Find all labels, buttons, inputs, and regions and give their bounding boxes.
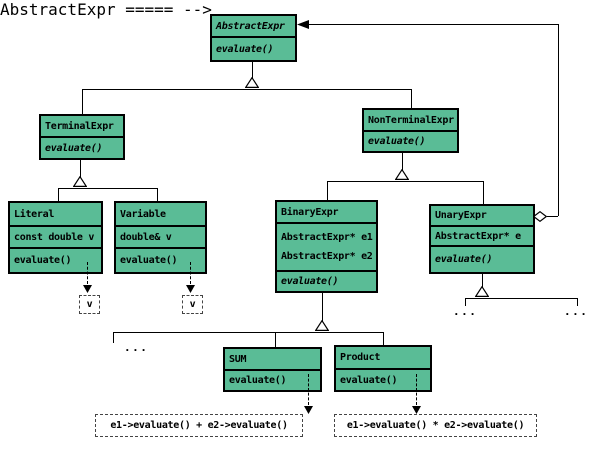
- class-attributes: AbstractExpr* e1 AbstractExpr* e2: [277, 224, 376, 272]
- class-box-nonterminalexpr: NonTerminalExpr evaluate(): [362, 108, 459, 153]
- value-box-literal: v: [79, 295, 100, 314]
- connector-line: [483, 181, 484, 204]
- class-attribute: const double v: [10, 227, 101, 249]
- connector-line: [58, 188, 59, 201]
- aggregation-diamond-icon: [532, 210, 548, 223]
- arrowhead-down-icon: [186, 285, 195, 293]
- class-box-product: Product evaluate(): [334, 345, 432, 392]
- connector-line: [577, 298, 578, 306]
- ellipsis-label: ...: [564, 305, 589, 318]
- class-operation: evaluate(): [216, 43, 274, 55]
- connector-line: [411, 89, 412, 108]
- class-box-variable: Variable double& v evaluate(): [114, 201, 207, 274]
- class-title: AbstractExpr: [212, 16, 295, 38]
- arrowhead-down-icon: [412, 406, 421, 414]
- class-operation: evaluate(): [229, 375, 287, 386]
- connector-line: [322, 293, 323, 321]
- class-operation: evaluate(): [45, 142, 103, 154]
- class-box-terminalexpr: TerminalExpr evaluate(): [39, 114, 125, 160]
- dashed-connector-line: [308, 374, 309, 405]
- class-operation: evaluate(): [281, 276, 339, 287]
- connector-line: [113, 332, 114, 343]
- connector-line: [157, 188, 158, 201]
- connector-line: [113, 332, 384, 333]
- connector-line: [80, 160, 81, 177]
- class-operation: evaluate(): [435, 254, 493, 265]
- connector-line: [558, 24, 559, 216]
- dashed-connector-line: [416, 374, 417, 405]
- dashed-connector-line: [87, 262, 88, 284]
- connector-line: [383, 332, 384, 345]
- class-attribute: AbstractExpr* e1: [281, 232, 373, 243]
- connector-line: [402, 153, 403, 170]
- class-box-sum: SUM evaluate(): [223, 347, 322, 392]
- class-box-abstractexpr: AbstractExpr evaluate(): [210, 14, 297, 62]
- class-operation: evaluate(): [340, 374, 398, 386]
- class-attribute: double& v: [116, 227, 205, 249]
- ellipsis-label: ...: [453, 305, 478, 318]
- connector-line: [252, 62, 253, 78]
- class-attribute: AbstractExpr* e: [431, 227, 533, 247]
- connector-line: [547, 216, 558, 217]
- ellipsis-label: ...: [124, 341, 149, 354]
- value-box-variable: v: [182, 295, 203, 314]
- class-title: BinaryExpr: [277, 202, 376, 224]
- class-attribute: AbstractExpr* e2: [281, 251, 373, 262]
- connector-line: [309, 24, 558, 25]
- dashed-connector-line: [190, 262, 191, 284]
- connector-line: [82, 89, 83, 114]
- class-box-binaryexpr: BinaryExpr AbstractExpr* e1 AbstractExpr…: [275, 200, 378, 293]
- note-box-product: e1->evaluate() * e2->evaluate(): [334, 414, 537, 437]
- inheritance-triangle-icon: [72, 175, 88, 187]
- connector-line: [327, 181, 328, 200]
- arrowhead-down-icon: [83, 285, 92, 293]
- inheritance-triangle-icon: [394, 168, 410, 180]
- note-box-sum: e1->evaluate() + e2->evaluate(): [95, 414, 303, 437]
- class-box-literal: Literal const double v evaluate(): [8, 201, 103, 274]
- inheritance-triangle-icon: [314, 319, 330, 331]
- class-title: SUM: [225, 349, 320, 371]
- connector-line: [58, 188, 158, 189]
- arrowhead-down-icon: [304, 406, 313, 414]
- arrowhead-icon: [297, 20, 309, 29]
- class-title: Literal: [10, 203, 101, 227]
- class-title: Variable: [116, 203, 205, 227]
- class-box-unaryexpr: UnaryExpr AbstractExpr* e evaluate(): [429, 204, 535, 274]
- class-title: TerminalExpr: [41, 116, 123, 138]
- class-title: Product: [336, 347, 430, 370]
- connector-line: [275, 332, 276, 347]
- connector-line: [482, 274, 483, 287]
- connector-line: [82, 89, 412, 90]
- inheritance-triangle-icon: [244, 76, 260, 88]
- connector-line: [465, 298, 577, 299]
- connector-line: [327, 181, 484, 182]
- inheritance-triangle-icon: [474, 285, 490, 297]
- connector-line: [465, 298, 466, 306]
- class-operation: evaluate(): [120, 255, 178, 266]
- class-operation: evaluate(): [368, 136, 426, 147]
- class-operation: evaluate(): [14, 255, 72, 266]
- class-title: NonTerminalExpr: [364, 110, 457, 132]
- class-title: UnaryExpr: [431, 206, 533, 227]
